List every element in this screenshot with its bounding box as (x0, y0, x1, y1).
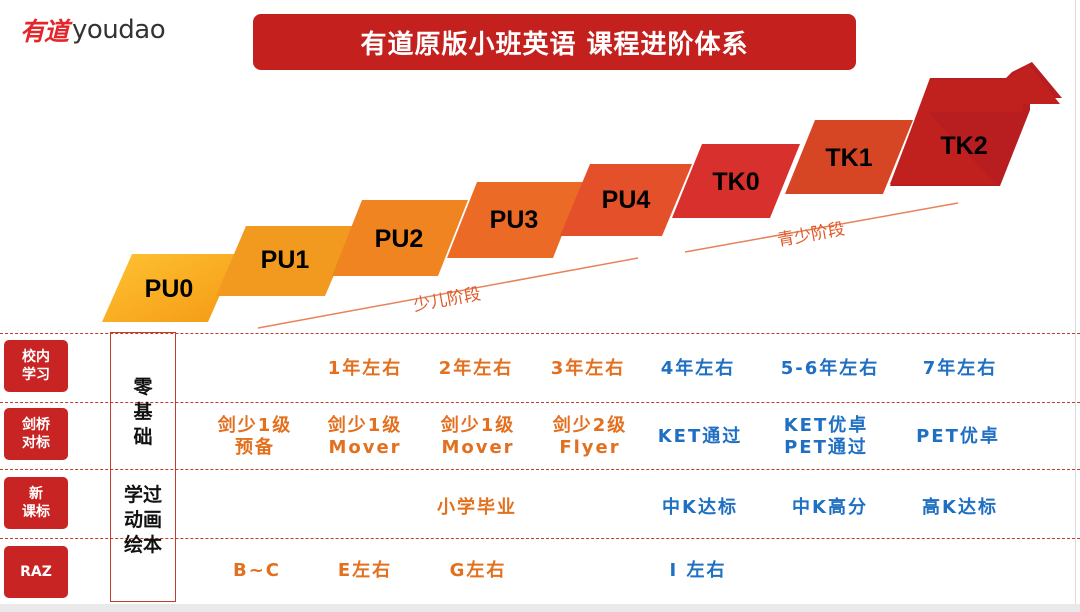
row-tag-curriculum: 新 课标 (4, 477, 68, 529)
level-pu4-block (560, 164, 692, 236)
raz-cell: G左右 (449, 560, 507, 581)
page-title: 有道原版小班英语 课程进阶体系 (253, 14, 856, 70)
curriculum-cell: 高K达标 (922, 497, 998, 518)
cambridge-cell: 剑少1级 预备 (217, 415, 293, 458)
school-cell: 7年左右 (922, 358, 998, 379)
curriculum-cell: 中K达标 (662, 497, 738, 518)
base-column: 零 基 础 学过 动画 绘本 (110, 332, 176, 602)
level-label: PU0 (145, 275, 194, 303)
school-cell: 2年左右 (438, 358, 514, 379)
raz-cell: E左右 (337, 560, 393, 581)
curriculum-cell: 小学毕业 (437, 497, 517, 518)
school-cell: 5-6年左右 (780, 358, 880, 379)
row-divider (0, 538, 1080, 539)
kids-stage-label: 少儿阶段 (412, 284, 482, 316)
cambridge-cell: KET通过 (657, 426, 743, 447)
level-label: TK1 (825, 144, 872, 172)
level-pu1-block (216, 226, 355, 296)
level-pu3-block (447, 182, 583, 258)
level-label: PU1 (261, 246, 310, 274)
logo-en-text: youdao (72, 15, 166, 45)
cambridge-cell: 剑少1级 Mover (440, 415, 516, 458)
level-label: PU2 (375, 225, 424, 253)
level-tk1-block (785, 120, 913, 194)
level-label: PU3 (490, 206, 539, 234)
cambridge-cell: 剑少2级 Flyer (552, 415, 628, 458)
level-label: TK2 (940, 132, 987, 160)
row-tag-raz: RAZ (4, 546, 68, 598)
youdao-logo: 有道 youdao (20, 12, 166, 48)
level-pu2-block (332, 200, 468, 276)
kids-stage-line (257, 257, 639, 329)
raz-cell: B~C (232, 560, 282, 581)
page-bottom-shade (0, 604, 1080, 612)
row-tag-school: 校内 学习 (4, 340, 68, 392)
curriculum-cell: 中K高分 (792, 497, 868, 518)
logo-cn-text: 有道 (20, 17, 69, 46)
row-divider (0, 469, 1080, 470)
level-label: PU4 (602, 186, 651, 214)
row-divider (0, 402, 1080, 403)
base-picturebook-text: 学过 动画 绘本 (123, 484, 162, 556)
level-tk0-block (672, 144, 800, 218)
page-edge (1075, 0, 1076, 612)
school-cell: 3年左右 (550, 358, 626, 379)
row-divider (0, 333, 1080, 334)
base-zero-text: 零 基 础 (133, 376, 153, 448)
row-tag-cambridge: 剑桥 对标 (4, 408, 68, 460)
level-tk2-arrow-shape (890, 64, 1060, 184)
school-cell: 4年左右 (660, 358, 736, 379)
cambridge-cell: KET优卓 PET通过 (783, 415, 869, 458)
level-pu0-block (102, 254, 238, 322)
raz-cell: I 左右 (669, 560, 727, 581)
level-label: TK0 (712, 168, 759, 196)
teen-stage-line (684, 202, 959, 253)
teen-stage-label: 青少阶段 (776, 219, 846, 251)
cambridge-cell: PET优卓 (916, 426, 1000, 447)
cambridge-cell: 剑少1级 Mover (327, 415, 403, 458)
school-cell: 1年左右 (327, 358, 403, 379)
